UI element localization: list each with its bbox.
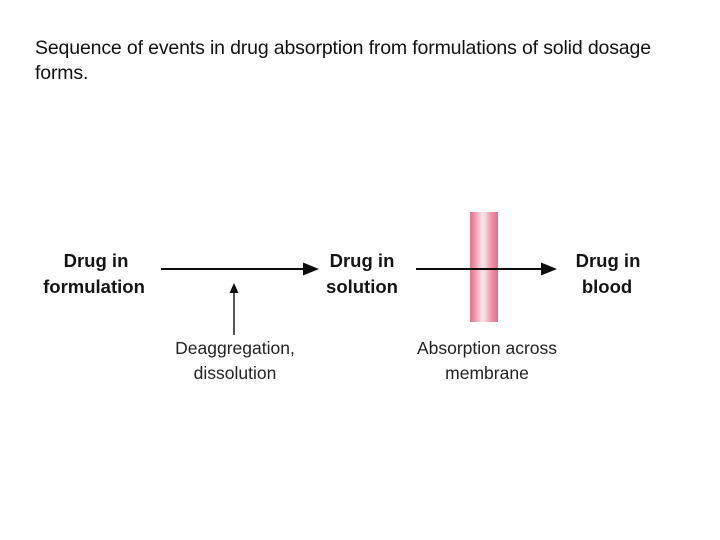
caption-absorption-across-membrane: Absorption across membrane	[417, 338, 557, 383]
node-drug-in-solution-line1: Drug in	[330, 250, 395, 271]
arrow-head-right-icon	[541, 262, 557, 276]
node-drug-in-formulation-line2: formulation	[43, 276, 145, 297]
arrow-solution-to-blood	[416, 262, 557, 276]
node-drug-in-solution: Drug in solution	[326, 250, 398, 297]
caption-deaggregation-dissolution-line2: dissolution	[194, 363, 277, 383]
node-drug-in-blood-line1: Drug in	[576, 250, 641, 271]
page-title: Sequence of events in drug absorption fr…	[35, 37, 657, 84]
caption-absorption-across-membrane-line1: Absorption across	[417, 338, 557, 358]
node-drug-in-formulation: Drug in formulation	[43, 250, 145, 297]
node-drug-in-blood: Drug in blood	[576, 250, 641, 297]
node-drug-in-formulation-line1: Drug in	[64, 250, 129, 271]
caption-absorption-across-membrane-line2: membrane	[445, 363, 529, 383]
drug-absorption-diagram: Drug in formulation Drug in solution	[0, 185, 720, 400]
node-drug-in-blood-line2: blood	[582, 276, 632, 297]
arrow-head-right-icon	[303, 262, 319, 276]
caption-deaggregation-dissolution: Deaggregation, dissolution	[175, 338, 295, 383]
caption-deaggregation-dissolution-line1: Deaggregation,	[175, 338, 295, 358]
arrow-formulation-to-solution	[161, 262, 319, 276]
membrane-bar	[470, 212, 498, 322]
arrow-dissolution-up	[229, 283, 239, 335]
arrow-head-up-icon	[229, 283, 239, 293]
node-drug-in-solution-line2: solution	[326, 276, 398, 297]
slide-title-block: Sequence of events in drug absorption fr…	[35, 36, 690, 86]
